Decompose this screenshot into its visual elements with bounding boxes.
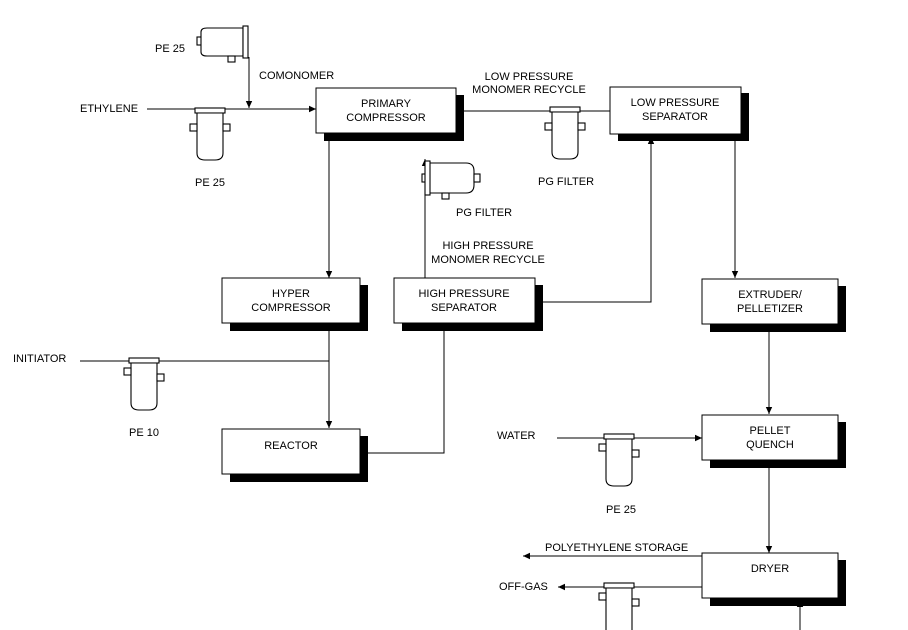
box-label-line-1: LOW PRESSURE [631,97,720,109]
box-primary-compressor: PRIMARY COMPRESSOR [315,87,464,141]
box-label-line-1: EXTRUDER/ [738,289,803,301]
lp-recycle-label-line-1: LOW PRESSURE [485,71,574,83]
initiator-label: INITIATOR [13,353,66,365]
box-label-line-1: HIGH PRESSURE [418,288,509,300]
reactor-to-hp-separator-line [366,323,448,454]
box-label-line-2: QUENCH [746,439,794,451]
filter-housing-off-gas [598,582,640,630]
comonomer-label: COMONOMER [259,70,334,82]
hp-recycle-label-line-1: HIGH PRESSURE [442,240,533,252]
box-high-pressure-separator: HIGH PRESSURE SEPARATOR [393,277,543,331]
filter-label-comonomer: PE 25 [155,43,185,55]
box-label-line-2: SEPARATOR [642,111,708,123]
box-label-line-2: COMPRESSOR [251,302,331,314]
filter-housing-lp-recycle [544,106,586,160]
filter-housing-water [598,433,640,487]
lp-recycle-label-line-2: MONOMER RECYCLE [472,84,586,96]
box-label-line-1: HYPER [272,288,310,300]
filter-label-ethylene: PE 25 [195,177,225,189]
box-label-line-1: PELLET [750,425,791,437]
box-dryer: DRYER [701,552,846,606]
box-label-line-1: PRIMARY [361,98,412,110]
filter-label-water: PE 25 [606,504,636,516]
filter-label-hp-recycle: PG FILTER [456,207,512,219]
hp-recycle-label-line-2: MONOMER RECYCLE [431,254,545,266]
box-hyper-compressor: HYPER COMPRESSOR [221,277,368,331]
box-reactor: REACTOR [221,428,368,482]
box-label-line-2: PELLETIZER [737,303,803,315]
filter-housing-ethylene [189,107,231,161]
filter-housing-hp-recycle [421,160,481,200]
filter-housing-comonomer [196,25,249,63]
hp-separator-to-lp-separator-line [536,137,655,303]
filter-label-initiator: PE 10 [129,427,159,439]
water-label: WATER [497,430,536,442]
ethylene-label: ETHYLENE [80,103,138,115]
box-label-line-2: SEPARATOR [431,302,497,314]
off-gas-label: OFF-GAS [499,581,548,593]
box-extruder-pelletizer: EXTRUDER/ PELLETIZER [701,278,846,332]
stream-labels: ETHYLENE COMONOMER INITIATOR WATER LOW P… [13,70,688,593]
box-label-line-1: REACTOR [264,440,318,452]
box-label-line-1: DRYER [751,563,789,575]
box-label-line-2: COMPRESSOR [346,112,426,124]
filter-label-lp-recycle: PG FILTER [538,176,594,188]
box-low-pressure-separator: LOW PRESSURE SEPARATOR [609,86,749,141]
box-pellet-quench: PELLET QUENCH [701,414,846,468]
polyethylene-storage-label: POLYETHYLENE STORAGE [545,542,688,554]
flow-lines [80,57,804,630]
filter-housing-initiator [123,357,165,411]
